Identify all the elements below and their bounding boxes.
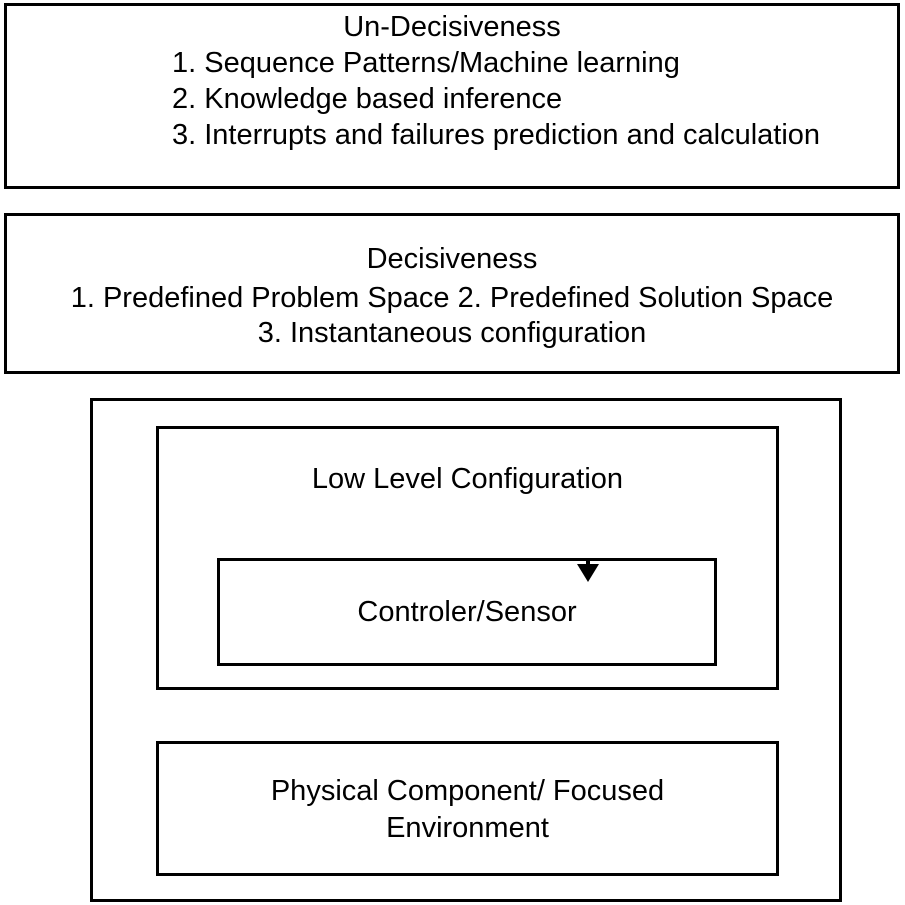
controller-sensor-label: Controler/Sensor: [357, 596, 577, 628]
low-level-configuration-box: Low Level Configuration Controler/Sensor: [156, 426, 779, 690]
undecisiveness-list: 1. Sequence Patterns/Machine learning 2.…: [172, 45, 820, 153]
arrow-stem: [586, 559, 590, 567]
arrow-down-icon: [577, 564, 599, 582]
physical-component-label-line-1: Physical Component/ Focused: [270, 775, 665, 807]
low-level-configuration-title: Low Level Configuration: [311, 463, 624, 495]
decisiveness-items-line-1: 1. Predefined Problem Space 2. Predefine…: [70, 282, 834, 314]
decisiveness-title: Decisiveness: [366, 243, 538, 275]
decisiveness-items-line-2: 3. Instantaneous configuration: [257, 317, 647, 349]
system-container-box: Low Level Configuration Controler/Sensor…: [90, 398, 842, 902]
undecisiveness-title: Un-Decisiveness: [343, 11, 561, 43]
undecisiveness-item-3: 3. Interrupts and failures prediction an…: [172, 119, 821, 151]
undecisiveness-item-2: 2. Knowledge based inference: [172, 83, 563, 115]
physical-component-label-line-2: Environment: [386, 812, 549, 844]
undecisiveness-box: Un-Decisiveness 1. Sequence Patterns/Mac…: [4, 3, 900, 189]
undecisiveness-item-1: 1. Sequence Patterns/Machine learning: [172, 47, 680, 79]
controller-sensor-box: Controler/Sensor: [217, 558, 717, 666]
decisiveness-box: Decisiveness 1. Predefined Problem Space…: [4, 213, 900, 374]
physical-component-box: Physical Component/ Focused Environment: [156, 741, 779, 876]
